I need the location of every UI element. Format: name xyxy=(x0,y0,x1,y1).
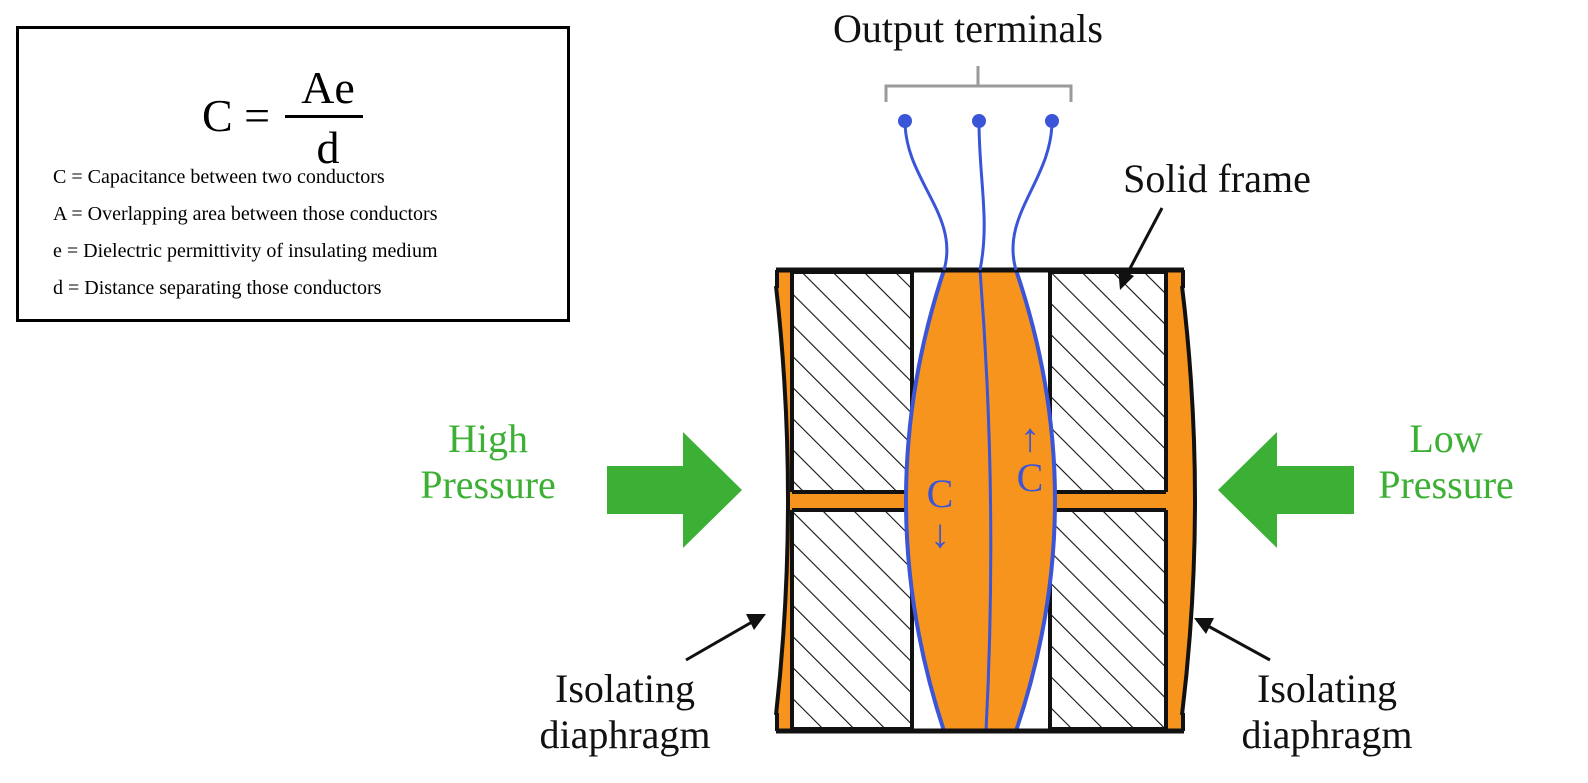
arrow-left-icon xyxy=(1218,432,1354,548)
high-pressure-line2: Pressure xyxy=(420,462,556,507)
cap-right-arrow: ↑ xyxy=(1020,415,1040,460)
isolating-right-line2: diaphragm xyxy=(1241,712,1413,757)
definition-d: d = Distance separating those conductors xyxy=(53,277,382,299)
wire-left xyxy=(903,120,949,271)
frame-block-top-left xyxy=(790,270,914,496)
fraction-bar xyxy=(285,115,363,118)
terminal-dot-icon xyxy=(898,114,912,128)
capacitance-formula: C = Ae d xyxy=(19,55,567,171)
solid-frame-label: Solid frame xyxy=(1123,156,1311,201)
pointer-arrow-icon xyxy=(1194,618,1271,662)
arrow-right-icon xyxy=(607,432,742,548)
right-oil-fill xyxy=(1166,272,1196,729)
isolating-diaphragm-right-label: Isolating diaphragm xyxy=(1222,666,1432,758)
capacitance-left-label: C ↓ xyxy=(916,474,964,554)
frame-block-bottom-left xyxy=(790,506,914,731)
pointer-arrow-icon xyxy=(1118,207,1164,290)
cap-left-arrow: ↓ xyxy=(930,511,950,556)
left-isolating-diaphragm xyxy=(774,285,790,716)
pointer-arrow-icon xyxy=(685,614,766,662)
low-pressure-label: Low Pressure xyxy=(1356,416,1536,508)
formula-denominator: d xyxy=(316,122,340,173)
isolating-diaphragm-left-label: Isolating diaphragm xyxy=(520,666,730,758)
right-oil-channel xyxy=(1042,492,1170,510)
output-terminals-label: Output terminals xyxy=(833,6,1103,51)
capacitance-right-label: ↑ C xyxy=(1006,418,1054,498)
formula-definitions: C = Capacitance between two conductors A… xyxy=(53,159,438,307)
output-terminals-bracket xyxy=(884,66,1073,102)
wire-right xyxy=(1011,120,1054,271)
formula-lhs: C = xyxy=(202,90,271,141)
definition-e: e = Dielectric permittivity of insulatin… xyxy=(53,240,438,262)
cap-right-letter: C xyxy=(1016,455,1044,500)
definition-c: C = Capacitance between two conductors xyxy=(53,166,385,188)
terminal-dot-icon xyxy=(1045,114,1059,128)
terminal-dot-icon xyxy=(972,114,986,128)
sensing-diaphragm xyxy=(978,269,993,732)
cap-left-letter: C xyxy=(926,471,954,516)
left-capacitor-plate xyxy=(904,269,946,732)
definition-a: A = Overlapping area between those condu… xyxy=(53,203,438,225)
center-oil-cavity xyxy=(906,270,1055,731)
isolating-left-line2: diaphragm xyxy=(539,712,711,757)
left-oil-fill xyxy=(776,272,792,729)
left-oil-channel xyxy=(790,492,920,510)
right-capacitor-plate xyxy=(1014,269,1057,732)
wire-center xyxy=(977,120,986,271)
isolating-right-line1: Isolating xyxy=(1257,666,1397,711)
low-pressure-line2: Pressure xyxy=(1378,462,1514,507)
high-pressure-line1: High xyxy=(448,416,528,461)
right-isolating-diaphragm xyxy=(1180,285,1197,716)
formula-numerator: Ae xyxy=(301,62,355,113)
isolating-left-line1: Isolating xyxy=(555,666,695,711)
low-pressure-line1: Low xyxy=(1409,416,1483,461)
frame-block-top-right xyxy=(1048,270,1168,496)
high-pressure-label: High Pressure xyxy=(398,416,578,508)
formula-box: C = Ae d C = Capacitance between two con… xyxy=(16,26,570,322)
frame-block-bottom-right xyxy=(1048,506,1168,731)
